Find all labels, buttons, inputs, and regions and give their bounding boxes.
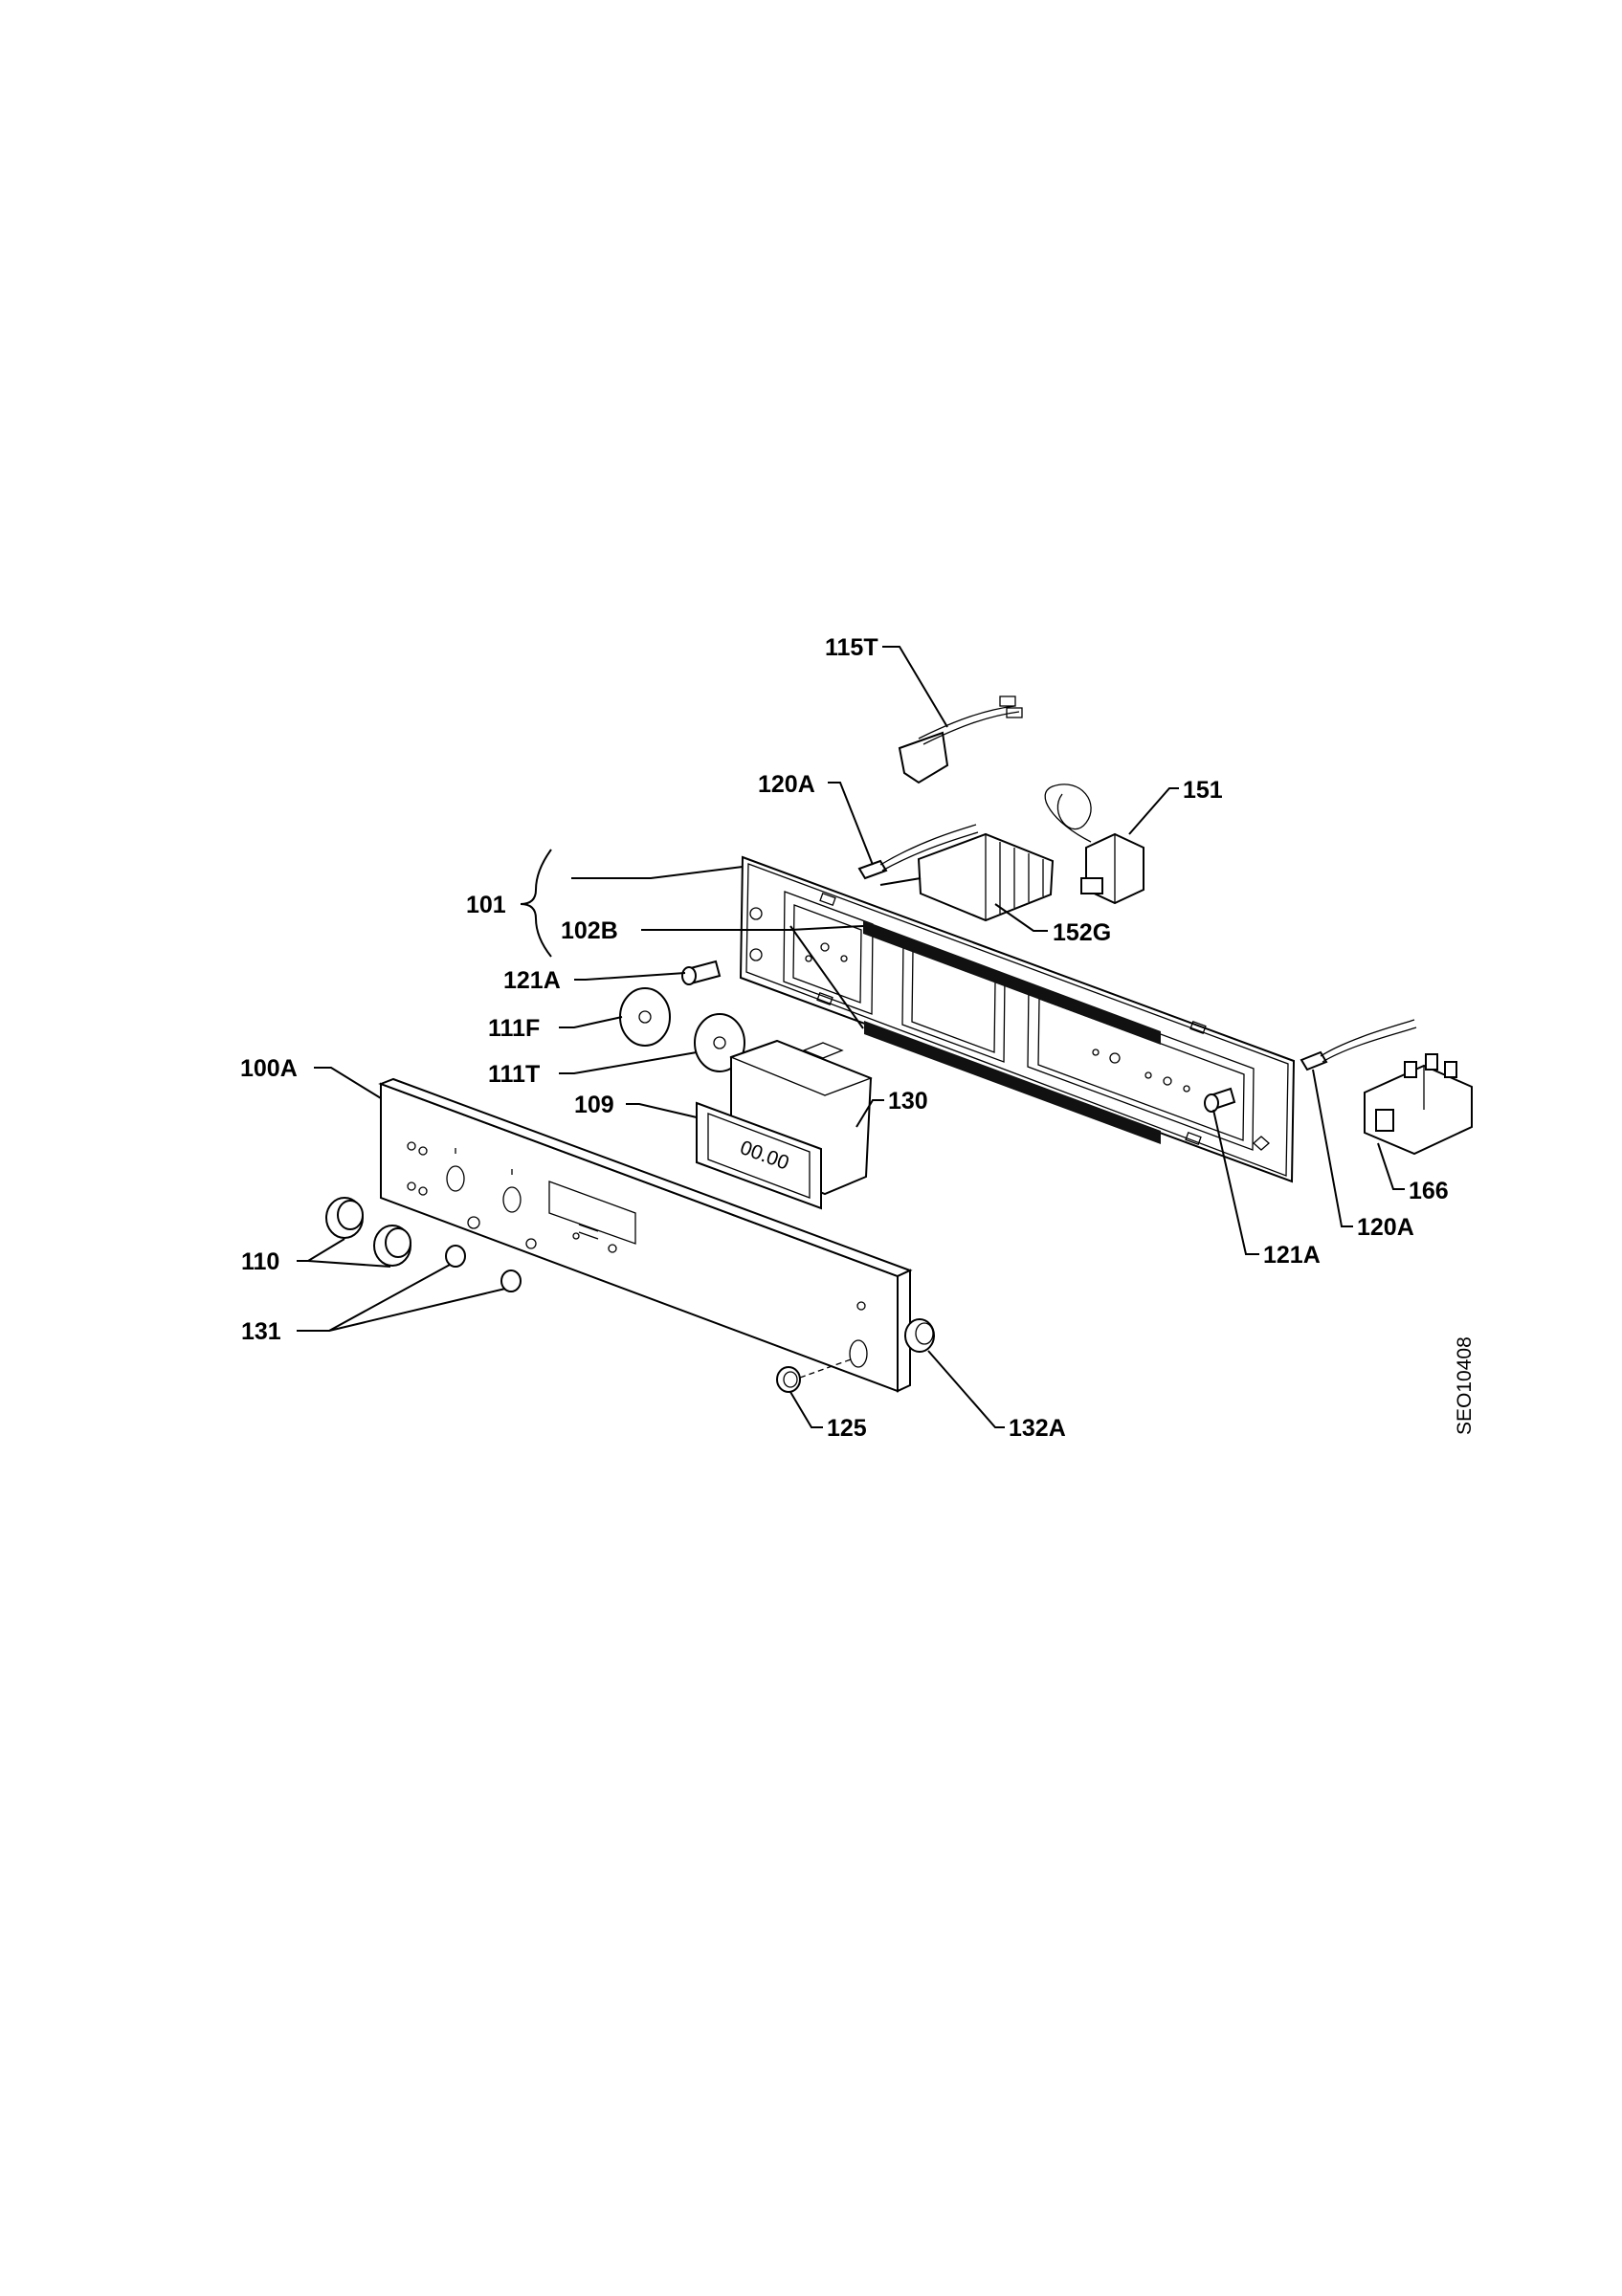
leader-lines (297, 646, 1405, 1428)
label-166: 166 (1409, 1178, 1449, 1204)
label-100A: 100A (240, 1055, 298, 1082)
part-110-knobs (325, 1197, 411, 1267)
label-131: 131 (241, 1318, 281, 1345)
label-152G: 152G (1053, 919, 1111, 946)
label-109: 109 (574, 1092, 614, 1118)
label-102B: 102B (561, 917, 618, 944)
label-120A-right: 120A (1357, 1214, 1414, 1241)
part-132A (904, 1318, 935, 1353)
part-120A-right (1300, 1019, 1417, 1071)
drawing-code: SEO10408 (1454, 1336, 1476, 1435)
label-111T: 111T (488, 1061, 540, 1088)
part-labels: 115T 120A 151 101 102B 152G 121A 111F 11… (240, 634, 1476, 1442)
label-101: 101 (466, 892, 506, 918)
label-115T: 115T (825, 634, 878, 661)
label-132A: 132A (1009, 1415, 1066, 1442)
part-109: 00.00 (696, 1101, 822, 1210)
front-fascia-panel (378, 1077, 913, 1393)
insulation-strips (863, 920, 1161, 1144)
label-125: 125 (827, 1415, 867, 1442)
label-120A-top: 120A (758, 771, 815, 798)
label-121A-left: 121A (503, 967, 561, 994)
label-121A-right: 121A (1263, 1242, 1321, 1269)
part-125 (776, 1358, 855, 1393)
part-151 (1044, 784, 1144, 905)
part-166 (1364, 1053, 1473, 1156)
label-110: 110 (241, 1248, 279, 1275)
label-130: 130 (888, 1088, 928, 1115)
part-131-knobs (445, 1245, 522, 1292)
part-111F (619, 987, 671, 1047)
label-151: 151 (1183, 777, 1223, 804)
part-120A-top (857, 824, 979, 880)
label-111F: 111F (488, 1015, 540, 1042)
part-152G (879, 832, 1055, 922)
part-121A-left (681, 960, 722, 985)
part-115T (898, 695, 1023, 784)
part-121A-right (1204, 1087, 1236, 1113)
